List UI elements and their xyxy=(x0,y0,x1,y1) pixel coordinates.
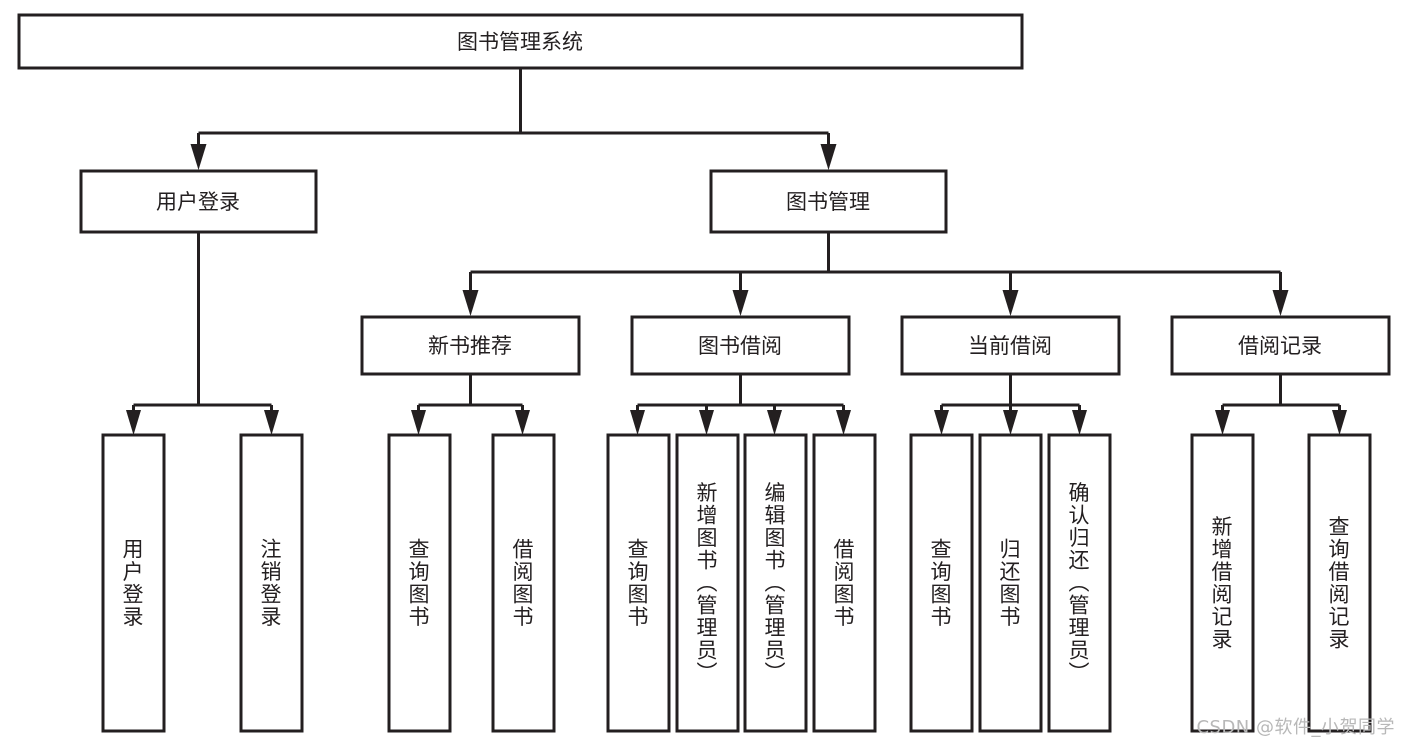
leaf-user-login-label: 用户登录 xyxy=(123,537,144,629)
leaf-logout-label: 注销登录 xyxy=(261,537,282,629)
connector-group-current-borrow xyxy=(934,374,1087,435)
leaf-confirm-return-label: 确认归还︵管理员︶ xyxy=(1069,481,1090,685)
node-book-manage-box[interactable] xyxy=(709,169,948,234)
arrow-head-leaf-edit-book xyxy=(767,410,782,435)
node-root[interactable]: 图书管理系统 xyxy=(17,13,1024,70)
leaf-query-book-1[interactable]: 查询图书 xyxy=(387,433,452,733)
node-book-manage-label: 图书管理 xyxy=(786,190,870,214)
leaf-add-record-label: 新增借阅记录 xyxy=(1212,515,1233,652)
leaf-user-login[interactable]: 用户登录 xyxy=(101,433,166,733)
leaf-return-book-label: 归还图书 xyxy=(1000,537,1021,629)
csdn-watermark: CSDN @软件_小贺同学 xyxy=(1196,717,1395,738)
leaf-logout-box[interactable] xyxy=(239,433,304,733)
leaf-logout[interactable]: 注销登录 xyxy=(239,433,304,733)
leaf-return-book[interactable]: 归还图书 xyxy=(978,433,1043,733)
arrow-head-leaf-confirm-return xyxy=(1072,410,1087,435)
arrow-head-leaf-borrow-book-2 xyxy=(836,410,851,435)
node-root-label: 图书管理系统 xyxy=(457,30,583,54)
connector-group-book-borrow xyxy=(630,374,851,435)
node-book-manage[interactable]: 图书管理 xyxy=(709,169,948,234)
leaf-borrow-book-2-box[interactable] xyxy=(812,433,877,733)
arrow-head-leaf-query-record xyxy=(1332,410,1347,435)
arrow-head-leaf-return-book xyxy=(1003,410,1018,435)
node-user-login-label: 用户登录 xyxy=(156,190,240,214)
arrow-head-borrow-record xyxy=(1272,290,1289,316)
leaf-add-book-label: 新增图书︵管理员︶ xyxy=(697,481,718,685)
arrow-head-new-book-rec xyxy=(462,290,479,316)
node-book-borrow[interactable]: 图书借阅 xyxy=(630,315,851,376)
leaf-borrow-book-1[interactable]: 借阅图书 xyxy=(491,433,556,733)
arrow-head-leaf-add-book xyxy=(699,410,714,435)
arrow-head-leaf-borrow-book-1 xyxy=(515,410,530,435)
leaf-query-record[interactable]: 查询借阅记录 xyxy=(1307,433,1372,733)
leaf-query-record-box[interactable] xyxy=(1307,433,1372,733)
node-book-borrow-label: 图书借阅 xyxy=(698,334,782,358)
leaf-confirm-return-box[interactable] xyxy=(1047,433,1112,733)
leaf-add-record-box[interactable] xyxy=(1190,433,1255,733)
node-borrow-record[interactable]: 借阅记录 xyxy=(1170,315,1391,376)
leaf-query-book-1-box[interactable] xyxy=(387,433,452,733)
node-borrow-record-label: 借阅记录 xyxy=(1238,334,1322,358)
node-current-borrow-box[interactable] xyxy=(900,315,1121,376)
arrow-head-leaf-query-book-2 xyxy=(630,410,645,435)
leaf-edit-book-label: 编辑图书︵管理员︶ xyxy=(765,481,786,685)
node-new-book-rec-box[interactable] xyxy=(360,315,581,376)
arrow-head-leaf-query-book-3 xyxy=(934,410,949,435)
leaf-return-book-box[interactable] xyxy=(978,433,1043,733)
leaf-edit-book-box[interactable] xyxy=(743,433,808,733)
leaf-query-book-3-label: 查询图书 xyxy=(931,537,952,629)
leaf-query-book-2[interactable]: 查询图书 xyxy=(606,433,671,733)
leaf-add-book[interactable]: 新增图书︵管理员︶ xyxy=(675,433,740,733)
node-current-borrow[interactable]: 当前借阅 xyxy=(900,315,1121,376)
node-current-borrow-label: 当前借阅 xyxy=(968,334,1052,358)
leaf-borrow-book-1-box[interactable] xyxy=(491,433,556,733)
connector-group-new-book-rec xyxy=(411,374,530,435)
connector-group-user-login xyxy=(126,232,279,435)
node-borrow-record-box[interactable] xyxy=(1170,315,1391,376)
leaf-query-record-label: 查询借阅记录 xyxy=(1329,515,1350,652)
node-root-box[interactable] xyxy=(17,13,1024,70)
leaf-borrow-book-1-label: 借阅图书 xyxy=(513,537,534,629)
leaf-query-book-3[interactable]: 查询图书 xyxy=(909,433,974,733)
leaf-query-book-3-box[interactable] xyxy=(909,433,974,733)
leaf-add-record[interactable]: 新增借阅记录 xyxy=(1190,433,1255,733)
arrow-head-user-login xyxy=(190,144,207,170)
leaf-query-book-2-label: 查询图书 xyxy=(628,537,649,629)
arrow-head-leaf-query-book-1 xyxy=(411,410,426,435)
arrow-head-book-manage xyxy=(820,144,837,170)
node-new-book-rec-label: 新书推荐 xyxy=(428,334,512,358)
leaf-user-login-box[interactable] xyxy=(101,433,166,733)
leaf-edit-book[interactable]: 编辑图书︵管理员︶ xyxy=(743,433,808,733)
leaf-query-book-1-label: 查询图书 xyxy=(409,537,430,629)
connector-group-book-manage xyxy=(462,232,1289,316)
arrow-head-leaf-add-record xyxy=(1215,410,1230,435)
node-user-login-box[interactable] xyxy=(79,169,318,234)
node-new-book-rec[interactable]: 新书推荐 xyxy=(360,315,581,376)
node-book-borrow-box[interactable] xyxy=(630,315,851,376)
arrow-head-current-borrow xyxy=(1002,290,1019,316)
arrow-head-leaf-user-login xyxy=(126,410,141,435)
leaf-borrow-book-2[interactable]: 借阅图书 xyxy=(812,433,877,733)
connector-group-borrow-record xyxy=(1215,374,1347,435)
arrow-head-book-borrow xyxy=(732,290,749,316)
connector-group-root xyxy=(190,68,837,170)
arrow-head-leaf-logout xyxy=(264,410,279,435)
node-user-login[interactable]: 用户登录 xyxy=(79,169,318,234)
leaf-query-book-2-box[interactable] xyxy=(606,433,671,733)
leaf-confirm-return[interactable]: 确认归还︵管理员︶ xyxy=(1047,433,1112,733)
leaf-borrow-book-2-label: 借阅图书 xyxy=(834,537,855,629)
leaf-add-book-box[interactable] xyxy=(675,433,740,733)
